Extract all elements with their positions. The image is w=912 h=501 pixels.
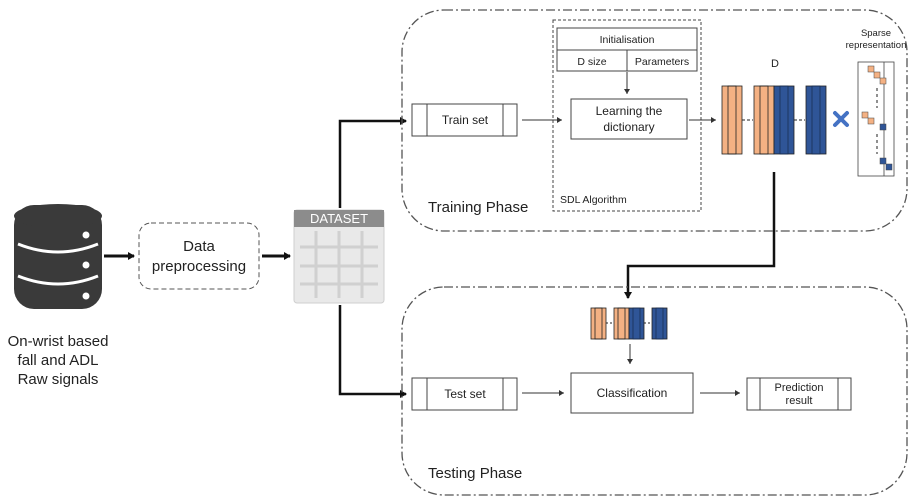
dictionary-label: D: [771, 58, 779, 70]
d-size-label: D size: [577, 56, 606, 68]
classification-box: [570, 372, 694, 414]
learning-label-line-2: dictionary: [603, 120, 654, 134]
parameters-label: Parameters: [635, 56, 689, 68]
arrow-dataset-to-train: [338, 117, 407, 208]
learning-label-line-1: Learning the: [596, 104, 663, 118]
preprocessing-box: [138, 222, 260, 290]
dataset-icon: [293, 209, 385, 304]
arrow-dataset-to-test: [338, 305, 407, 398]
arrow-dictionary-to-testing: [624, 172, 776, 299]
training-phase-container: [401, 9, 908, 232]
train-set-box: [411, 103, 518, 137]
test-set-label: Test set: [444, 387, 486, 401]
source-caption-line-1: On-wrist based: [8, 333, 109, 350]
dataset-title: DATASET: [310, 211, 368, 226]
learning-dictionary-box: [570, 98, 688, 140]
source-caption-line-3: Raw signals: [18, 371, 99, 388]
source-caption-line-2: fall and ADL: [18, 352, 99, 369]
train-set-label: Train set: [442, 113, 489, 127]
multiply-icon: [833, 111, 849, 127]
classification-label: Classification: [597, 386, 668, 400]
dictionary-blocks: [721, 85, 827, 155]
sdl-algorithm-container: [552, 19, 702, 212]
sparse-matrix: [857, 61, 895, 177]
testing-phase-container: [401, 286, 908, 496]
testing-phase-title: Testing Phase: [428, 465, 522, 482]
prediction-label-line-1: Prediction: [775, 382, 824, 394]
database-icon: [14, 204, 102, 309]
testing-dictionary-blocks: [590, 307, 668, 340]
preprocessing-label-line-2: preprocessing: [152, 258, 246, 275]
sparse-label-line-1: Sparse: [861, 28, 891, 39]
sdl-algorithm-title: SDL Algorithm: [560, 194, 627, 206]
prediction-label-line-2: result: [786, 395, 813, 407]
initialisation-label: Initialisation: [600, 34, 655, 46]
preprocessing-label-line-1: Data: [183, 238, 215, 255]
sparse-label-line-2: representation: [846, 40, 907, 51]
prediction-result-box: [746, 377, 852, 411]
test-set-box: [411, 377, 518, 411]
training-phase-title: Training Phase: [428, 199, 528, 216]
